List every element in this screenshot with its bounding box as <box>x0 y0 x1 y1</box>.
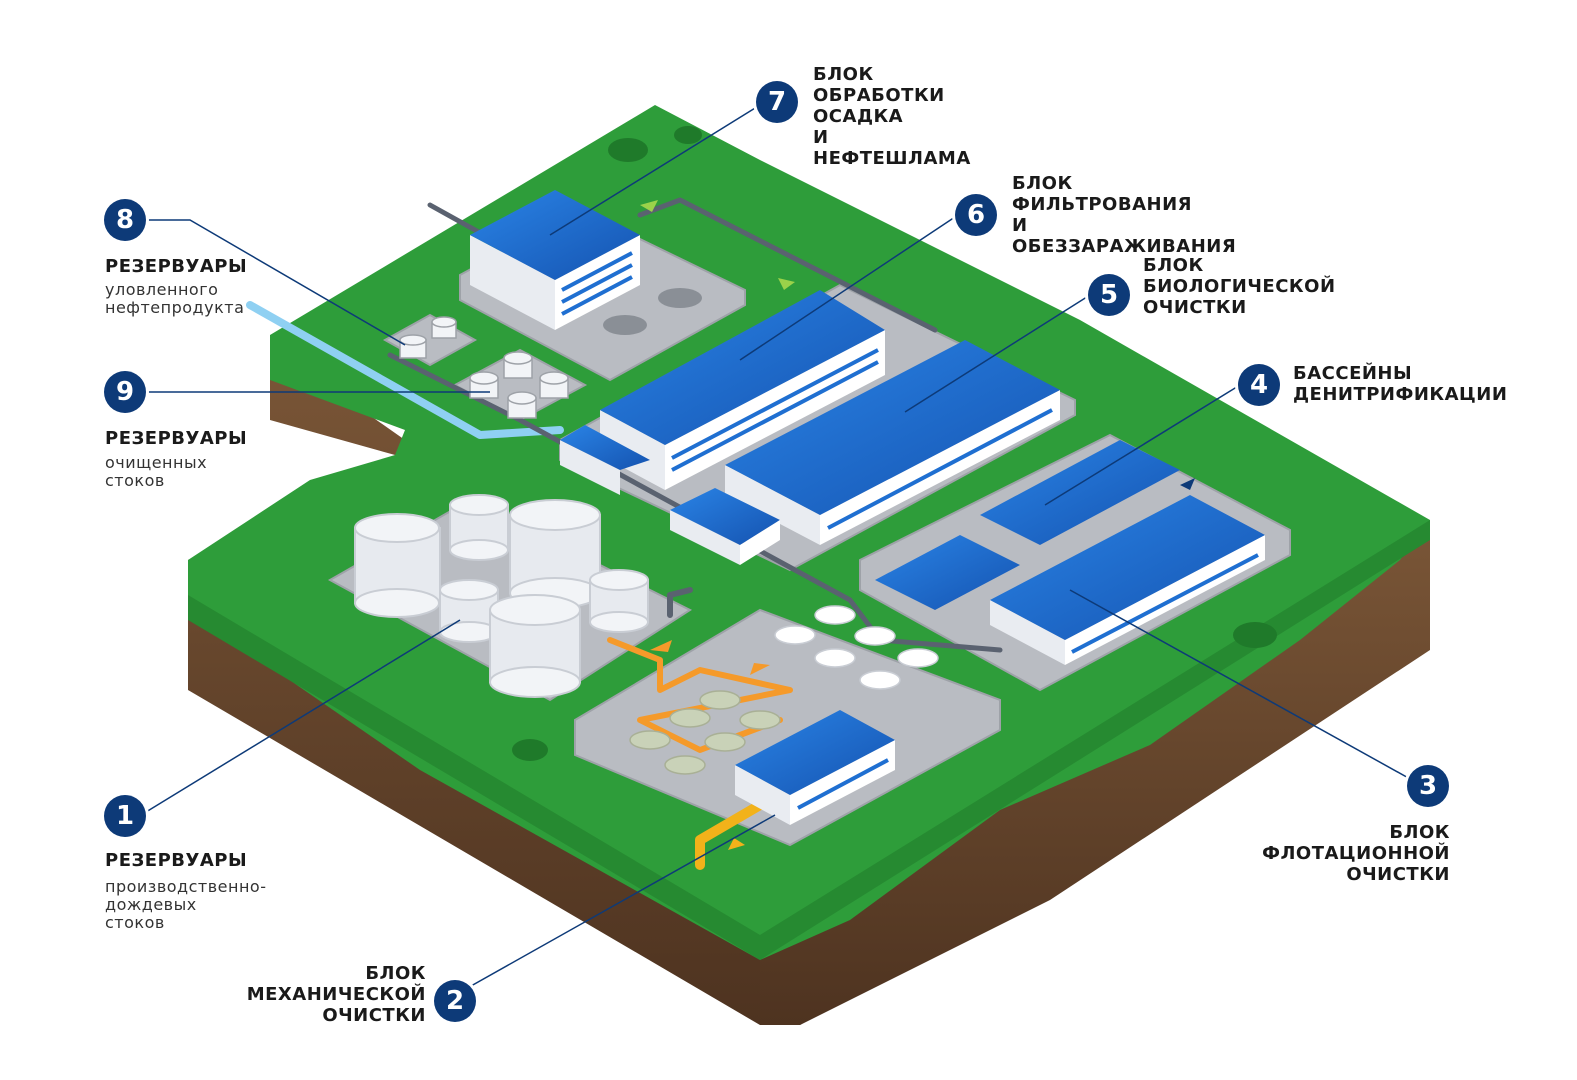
tank <box>439 579 499 643</box>
arrow-icon <box>778 278 795 290</box>
window-stripes <box>827 408 1053 530</box>
leader-line-3 <box>1069 589 1413 781</box>
callout-title: РЕЗЕРВУАРЫ <box>105 256 248 277</box>
number-badge: 1 <box>104 795 146 837</box>
tank <box>509 499 601 609</box>
window-stripes <box>797 758 889 810</box>
number-badge: 5 <box>1088 274 1130 316</box>
orange-pipe <box>607 637 793 753</box>
roof <box>470 190 640 280</box>
number-badge: 3 <box>1407 765 1449 807</box>
callout-title: БЛОК ОБРАБОТКИ ОСАДКА И НЕФТЕШЛАМА <box>813 64 971 169</box>
callout-title: БЛОК ФИЛЬТРОВАНИЯ И ОБЕЗЗАРАЖИВАНИЯ <box>1012 173 1237 257</box>
roof <box>990 495 1265 640</box>
annex-roof <box>560 425 650 470</box>
callout-title: БЛОК БИОЛОГИЧЕСКОЙ ОЧИСТКИ <box>1143 255 1336 318</box>
wall <box>665 330 885 490</box>
number-badge: 2 <box>434 980 476 1022</box>
wall <box>725 465 820 545</box>
tank <box>539 371 569 399</box>
tank <box>589 569 649 633</box>
callout-subtitle: очищенных стоков <box>105 453 208 490</box>
tank <box>399 334 427 359</box>
roof <box>725 340 1060 515</box>
clarifiers <box>629 690 781 775</box>
tank <box>449 494 509 561</box>
arrow-icon <box>728 838 745 850</box>
number-badge: 4 <box>1238 364 1280 406</box>
pipelines <box>246 197 1003 870</box>
window-stripes <box>561 251 633 316</box>
tank <box>489 594 581 698</box>
small-building <box>670 510 740 565</box>
number-badge: 6 <box>955 194 997 236</box>
tank <box>431 316 457 339</box>
bush <box>512 739 548 761</box>
callout-subtitle: уловленного нефтепродукта <box>105 280 245 317</box>
denitrification-pool <box>980 440 1180 545</box>
bush <box>608 138 648 162</box>
tank <box>507 391 537 419</box>
window-stripes <box>1071 553 1259 654</box>
leader-line-4 <box>1044 384 1241 506</box>
number-badge: 9 <box>104 371 146 413</box>
number-badge: 8 <box>104 199 146 241</box>
tank-farm <box>354 494 649 698</box>
tank <box>469 371 499 399</box>
flow-arrows <box>640 200 1195 850</box>
arrow-icon <box>650 640 672 652</box>
wall <box>1065 535 1265 665</box>
callout-title: РЕЗЕРВУАРЫ <box>105 850 248 871</box>
pad-mechanical <box>574 608 1001 847</box>
thickener <box>603 315 647 335</box>
callout-title: БЛОК ФЛОТАЦИОННОЙ ОЧИСТКИ <box>1262 822 1450 885</box>
leader-line-5 <box>904 294 1091 413</box>
leader-lines <box>145 104 1413 996</box>
building-mechanical <box>629 605 939 825</box>
leader-line-8 <box>146 219 406 346</box>
pads <box>327 208 1291 847</box>
settling-tanks <box>774 605 939 690</box>
tank <box>354 513 441 618</box>
denitrification-pool <box>875 535 1020 610</box>
wall <box>470 235 555 330</box>
building-biology <box>670 340 1060 565</box>
arrow-icon <box>750 663 770 675</box>
arrow-icon <box>1180 478 1195 490</box>
roof <box>600 290 885 445</box>
wall <box>735 765 790 825</box>
number-badge: 7 <box>756 81 798 123</box>
grey-pipe <box>667 587 693 618</box>
wall <box>600 410 665 490</box>
leader-line-7 <box>549 104 761 236</box>
building-flotation <box>875 440 1265 665</box>
roof <box>735 710 895 795</box>
leader-line-2 <box>454 814 776 996</box>
callout-title: БЛОК МЕХАНИЧЕСКОЙ ОЧИСТКИ <box>246 963 426 1026</box>
leader-line-1 <box>145 619 461 813</box>
callout-title: БАССЕЙНЫ ДЕНИТРИФИКАЦИИ <box>1293 363 1508 405</box>
tank <box>503 351 533 379</box>
small-building-roof <box>670 488 780 545</box>
building-filtration <box>560 290 885 495</box>
bush <box>1233 622 1277 648</box>
tanks-small <box>399 316 569 419</box>
annex <box>560 440 620 495</box>
window-stripes <box>671 348 879 472</box>
callout-subtitle: производственно-дождевых стоков <box>105 877 267 932</box>
leader-line-6 <box>739 214 959 361</box>
callout-title: РЕЗЕРВУАРЫ <box>105 428 248 449</box>
clean-water-pipe <box>246 301 564 439</box>
arrow-icon <box>640 200 658 212</box>
thickener <box>658 288 702 308</box>
small-building-wall <box>740 520 780 565</box>
wall <box>990 600 1065 665</box>
bush <box>674 126 702 144</box>
building-sludge <box>470 190 702 335</box>
